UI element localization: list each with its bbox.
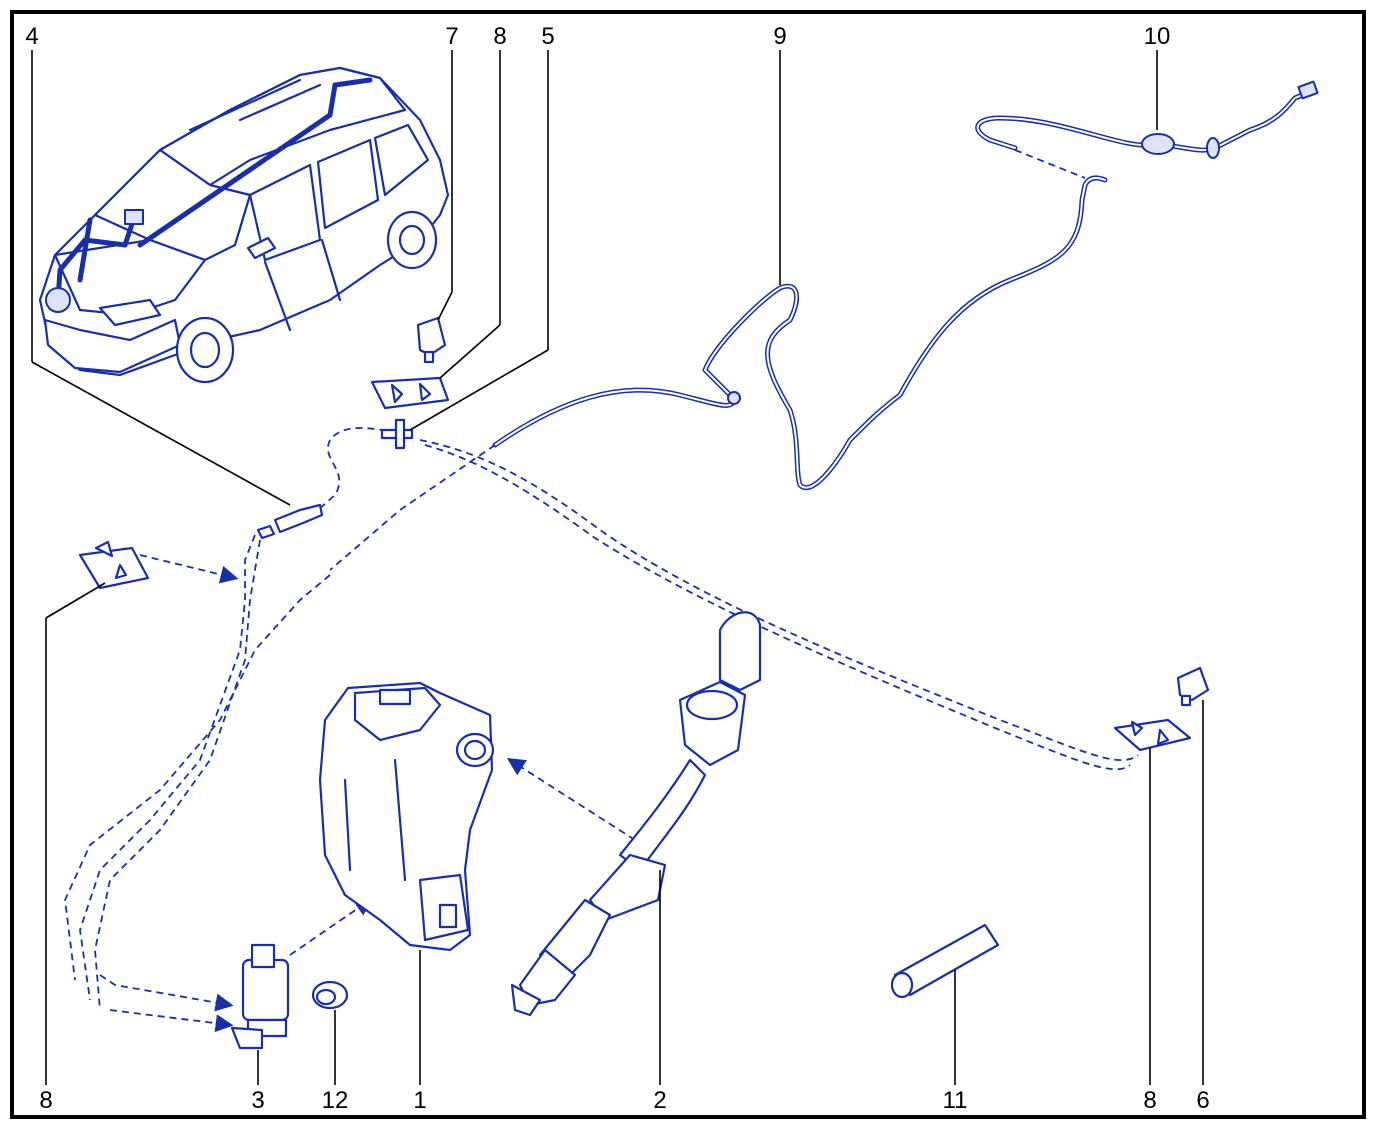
washer-reservoir: [318, 681, 495, 952]
callout-8-top: 8: [493, 23, 506, 50]
diagram-frame: [10, 10, 1366, 1119]
callout-4: 4: [25, 23, 38, 50]
callout-1: 1: [413, 1087, 426, 1114]
washer-jet: [416, 316, 447, 364]
washer-jet: [1176, 666, 1210, 707]
callout-5: 5: [541, 23, 554, 50]
callout-7: 7: [445, 23, 458, 50]
filler-neck: [510, 611, 762, 1017]
callout-2: 2: [653, 1087, 666, 1114]
hose-sleeve: [890, 923, 1000, 999]
callouts-bottom: 8 3 12 1 2 11 8 6: [39, 1087, 1209, 1114]
jet-mounting-bracket: [370, 376, 450, 410]
rear-jet-hose: [975, 80, 1319, 179]
t-connector: [380, 418, 414, 450]
jet-mounting-bracket: [78, 540, 150, 590]
callout-8-right: 8: [1143, 1087, 1156, 1114]
callout-12: 12: [322, 1087, 349, 1114]
callout-3: 3: [251, 1087, 264, 1114]
hose-connector: [256, 503, 324, 540]
pump-grommet: [311, 980, 349, 1010]
leader-lines: [31, 50, 1204, 1085]
callout-10: 10: [1144, 23, 1171, 50]
callout-6: 6: [1196, 1087, 1209, 1114]
washer-pump: [230, 943, 290, 1050]
callout-11: 11: [943, 1087, 968, 1114]
callouts-top: 4 7 8 5 9 10: [25, 23, 1170, 50]
jet-mounting-bracket: [1113, 718, 1192, 752]
callout-9: 9: [773, 23, 786, 50]
callout-8-left: 8: [39, 1087, 52, 1114]
car-illustration: [38, 66, 450, 384]
front-hose-routing: [64, 427, 1139, 1033]
rear-washer-hose: [492, 175, 1108, 491]
